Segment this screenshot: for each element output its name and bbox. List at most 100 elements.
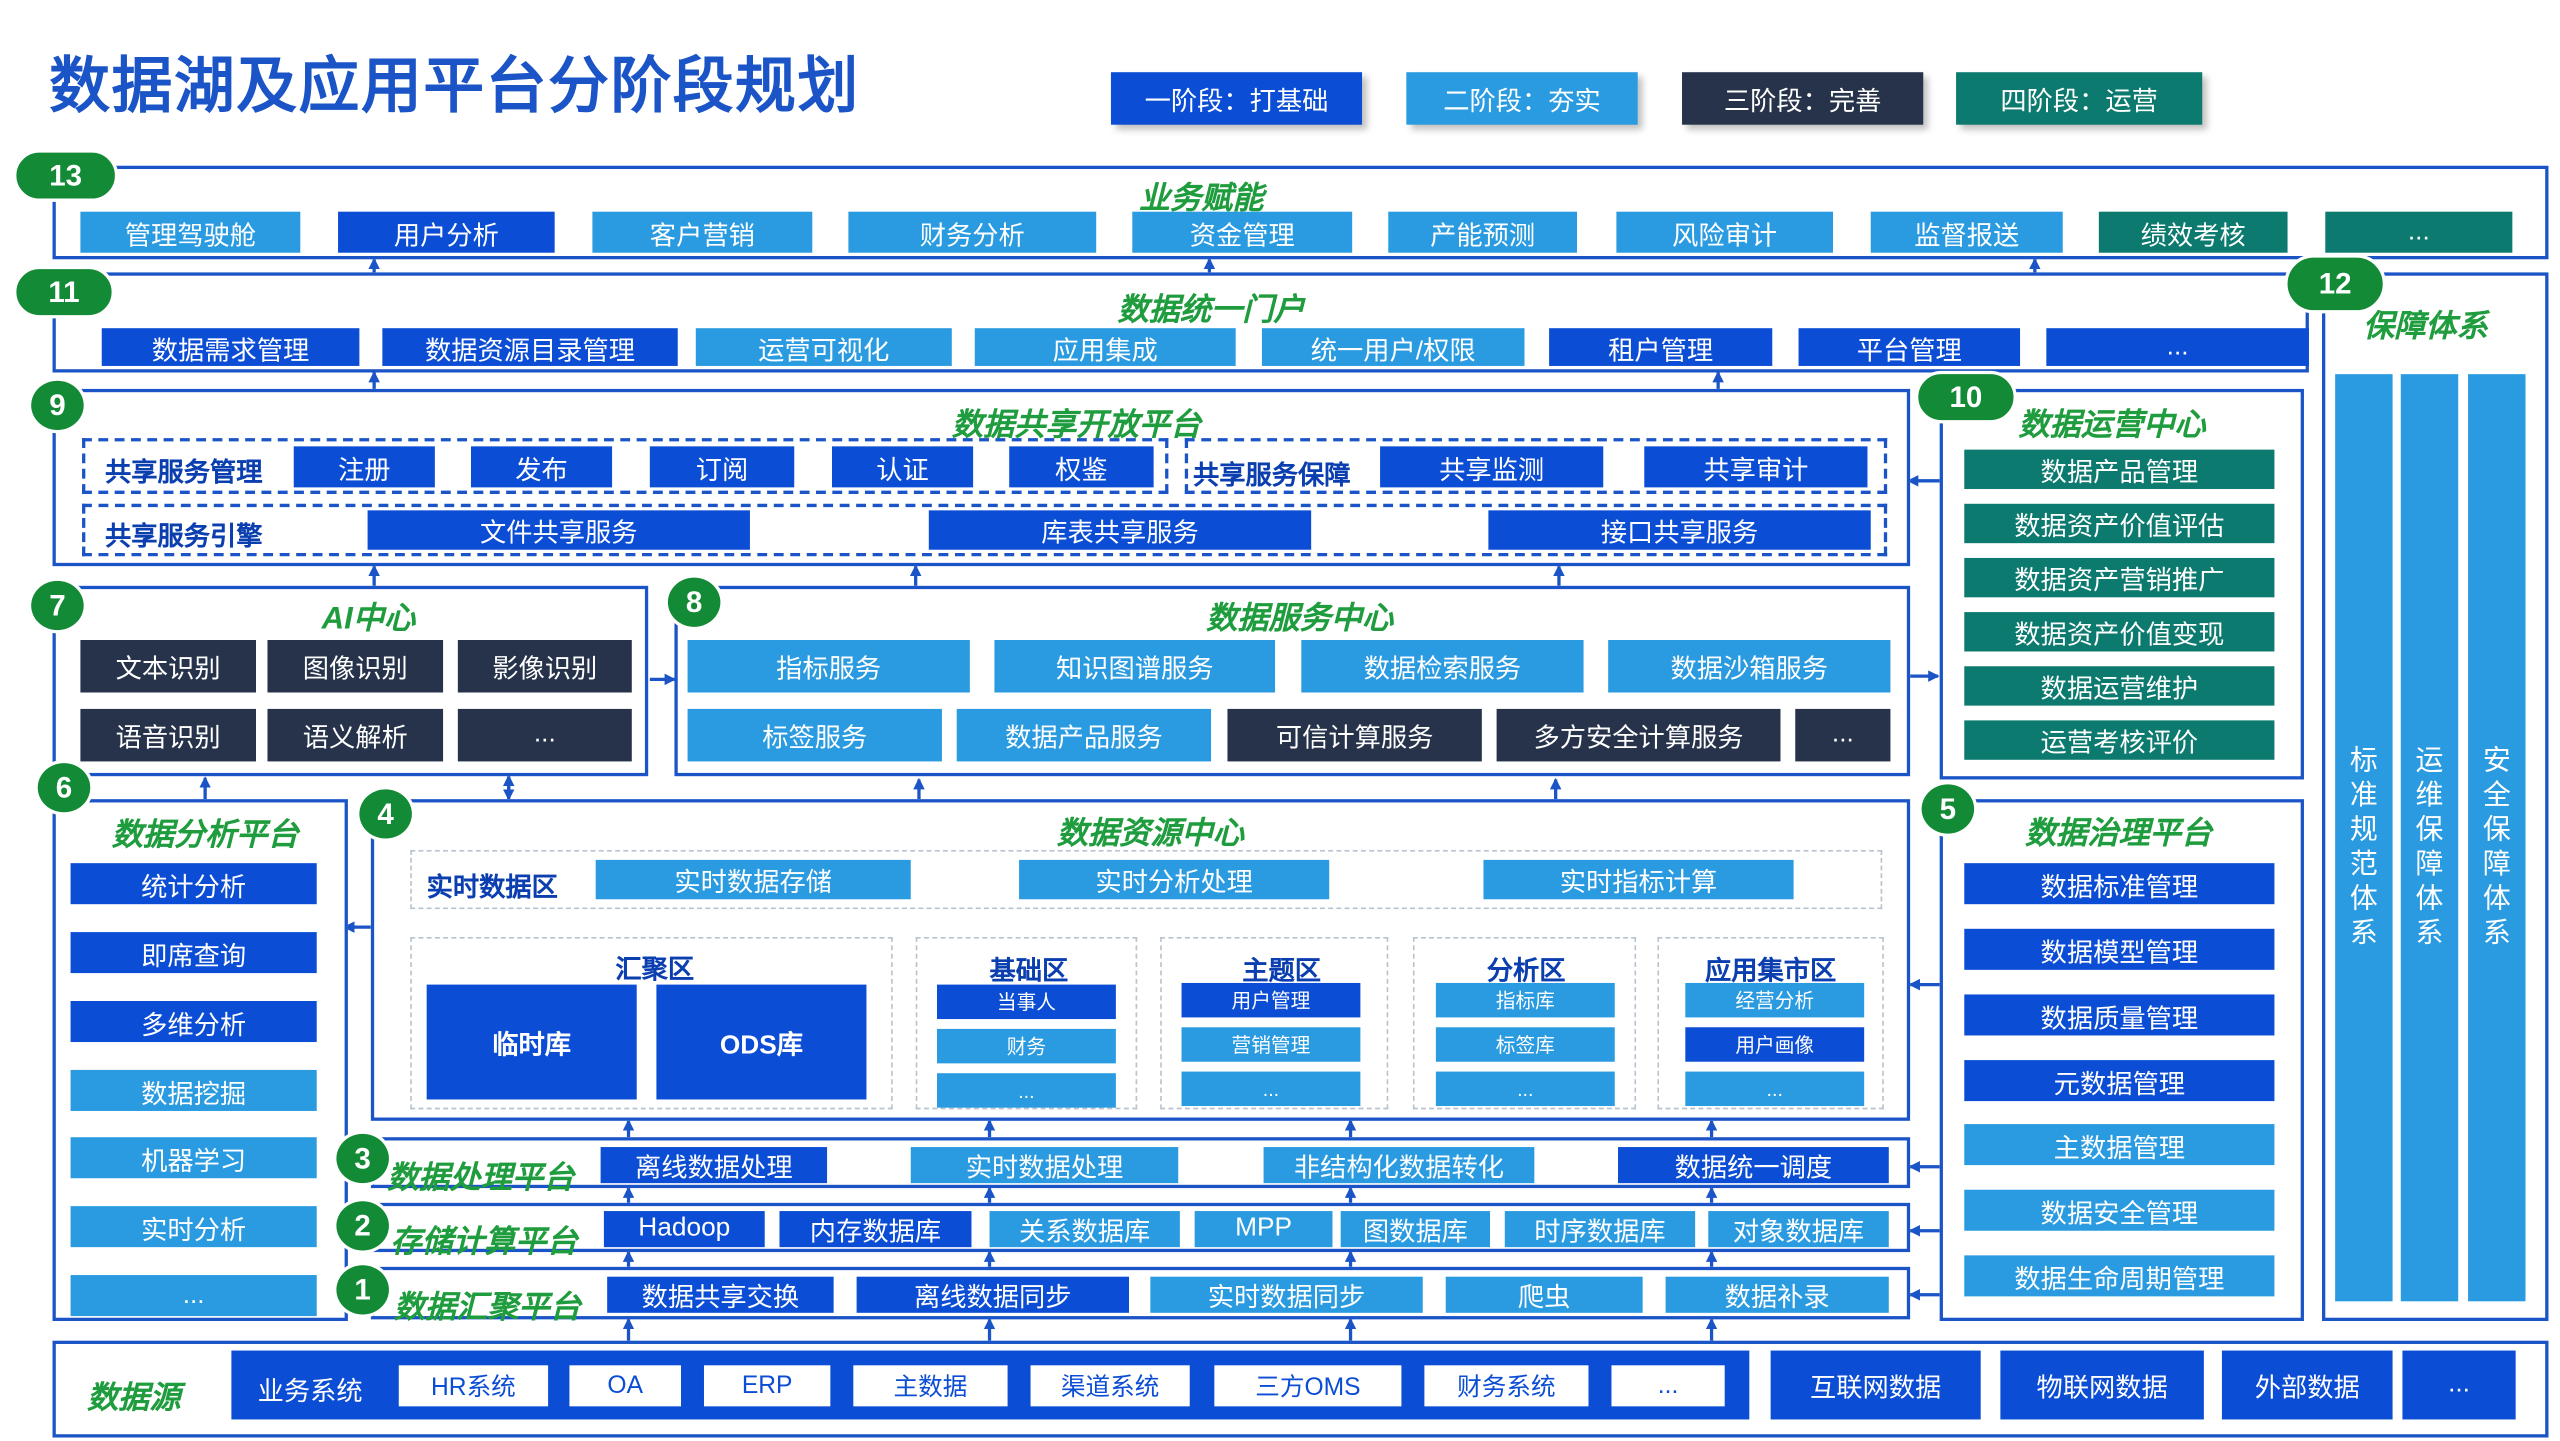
portal-item-tenant[interactable]: 租户管理: [1549, 328, 1773, 366]
share-guard-monitor[interactable]: 共享监测: [1380, 446, 1604, 488]
source-ext-external[interactable]: 外部数据: [2221, 1350, 2393, 1420]
portal-item-catalog[interactable]: 数据资源目录管理: [382, 328, 678, 366]
zone-base-item-2[interactable]: ...: [937, 1073, 1116, 1108]
share-mgmt-auth[interactable]: 认证: [831, 446, 974, 488]
zone-base-item-0[interactable]: 当事人: [937, 984, 1116, 1020]
portal-item-more[interactable]: ...: [2046, 328, 2309, 366]
share-mgmt-publish[interactable]: 发布: [470, 446, 613, 488]
zone-topic-item-2[interactable]: ...: [1181, 1071, 1361, 1107]
gather-temp-db[interactable]: 临时库: [426, 984, 637, 1100]
zone-topic-item-0[interactable]: 用户管理: [1181, 982, 1361, 1018]
portal-item-ops-visual[interactable]: 运营可视化: [695, 328, 952, 366]
rt-item-analysis[interactable]: 实时分析处理: [1019, 859, 1330, 900]
source-item-channel[interactable]: 渠道系统: [1030, 1365, 1190, 1407]
source-item-hr[interactable]: HR系统: [398, 1365, 549, 1407]
analysis-item-more[interactable]: ...: [70, 1275, 317, 1317]
svc-item-sandbox[interactable]: 数据沙箱服务: [1608, 639, 1891, 693]
source-ext-iot[interactable]: 物联网数据: [2000, 1350, 2204, 1420]
ai-item-semantic[interactable]: 语义解析: [267, 708, 444, 762]
source-item-erp[interactable]: ERP: [703, 1365, 831, 1407]
ai-item-text[interactable]: 文本识别: [80, 639, 256, 693]
analysis-item-realtime[interactable]: 实时分析: [70, 1206, 317, 1248]
analysis-item-mining[interactable]: 数据挖掘: [70, 1069, 317, 1111]
proc-item-unstructured[interactable]: 非结构化数据转化: [1263, 1147, 1535, 1184]
rt-item-storage[interactable]: 实时数据存储: [595, 859, 911, 900]
gatherp-item-offline[interactable]: 离线数据同步: [856, 1276, 1130, 1313]
share-engine-file[interactable]: 文件共享服务: [367, 510, 750, 550]
source-item-finance[interactable]: 财务系统: [1424, 1365, 1589, 1407]
ops-item-3[interactable]: 数据资产价值变现: [1964, 612, 2275, 652]
ai-item-speech[interactable]: 语音识别: [80, 708, 256, 762]
portal-item-app-integration[interactable]: 应用集成: [974, 328, 1236, 366]
zone-mart-item-0[interactable]: 经营分析: [1685, 982, 1865, 1018]
source-item-oa[interactable]: OA: [569, 1365, 682, 1407]
analysis-item-adhoc[interactable]: 即席查询: [70, 932, 317, 974]
ops-item-5[interactable]: 运营考核评价: [1964, 720, 2275, 760]
share-mgmt-permission[interactable]: 权鉴: [1009, 446, 1154, 488]
biz-item-capacity-forecast[interactable]: 产能预测: [1388, 211, 1578, 253]
source-item-more[interactable]: ...: [1611, 1365, 1725, 1407]
proc-item-realtime[interactable]: 实时数据处理: [910, 1147, 1179, 1184]
svc-item-trusted[interactable]: 可信计算服务: [1227, 708, 1482, 762]
gov-item-security[interactable]: 数据安全管理: [1964, 1189, 2275, 1231]
zone-analysis-item-0[interactable]: 指标库: [1435, 982, 1615, 1018]
portal-item-unified-user[interactable]: 统一用户/权限: [1261, 328, 1525, 366]
svc-item-metric[interactable]: 指标服务: [687, 639, 970, 693]
biz-item-supervision-report[interactable]: 监督报送: [1870, 211, 2063, 253]
store-item-hadoop[interactable]: Hadoop: [603, 1211, 765, 1248]
gov-item-model[interactable]: 数据模型管理: [1964, 928, 2275, 970]
store-item-objdb[interactable]: 对象数据库: [1708, 1211, 1889, 1248]
gather-ods-db[interactable]: ODS库: [656, 984, 867, 1100]
biz-item-finance-analysis[interactable]: 财务分析: [848, 211, 1097, 253]
biz-item-fund-management[interactable]: 资金管理: [1132, 211, 1353, 253]
source-ext-more[interactable]: ...: [2402, 1350, 2516, 1420]
gov-item-lifecycle[interactable]: 数据生命周期管理: [1964, 1255, 2275, 1297]
gatherp-item-supplement[interactable]: 数据补录: [1665, 1276, 1889, 1313]
analysis-item-olap[interactable]: 多维分析: [70, 1001, 317, 1043]
analysis-item-stat[interactable]: 统计分析: [70, 863, 317, 905]
zone-mart-item-1[interactable]: 用户画像: [1685, 1027, 1865, 1062]
ai-item-image[interactable]: 图像识别: [267, 639, 444, 693]
svc-item-product[interactable]: 数据产品服务: [956, 708, 1212, 762]
store-item-rdb[interactable]: 关系数据库: [989, 1211, 1180, 1248]
store-item-mpp[interactable]: MPP: [1194, 1211, 1333, 1248]
source-item-oms[interactable]: 三方OMS: [1214, 1365, 1402, 1407]
biz-item-user-analysis[interactable]: 用户分析: [338, 211, 555, 253]
zone-mart-item-2[interactable]: ...: [1685, 1071, 1865, 1107]
ops-item-1[interactable]: 数据资产价值评估: [1964, 503, 2275, 544]
biz-item-more[interactable]: ...: [2325, 211, 2513, 253]
zone-analysis-item-1[interactable]: 标签库: [1435, 1027, 1615, 1062]
zone-analysis-item-2[interactable]: ...: [1435, 1071, 1615, 1107]
biz-item-customer-marketing[interactable]: 客户营销: [592, 211, 813, 253]
gatherp-item-realtime[interactable]: 实时数据同步: [1150, 1276, 1423, 1313]
rt-item-metric[interactable]: 实时指标计算: [1483, 859, 1794, 900]
share-engine-api[interactable]: 接口共享服务: [1488, 510, 1871, 550]
gatherp-item-crawler[interactable]: 爬虫: [1445, 1276, 1643, 1313]
store-item-memdb[interactable]: 内存数据库: [779, 1211, 972, 1248]
gov-item-metadata[interactable]: 元数据管理: [1964, 1060, 2275, 1102]
gov-item-masterdata[interactable]: 主数据管理: [1964, 1124, 2275, 1166]
svc-item-knowledge[interactable]: 知识图谱服务: [994, 639, 1276, 693]
biz-item-risk-audit[interactable]: 风险审计: [1616, 211, 1833, 253]
biz-item-cockpit[interactable]: 管理驾驶舱: [80, 211, 301, 253]
share-mgmt-register[interactable]: 注册: [293, 446, 435, 488]
ops-item-0[interactable]: 数据产品管理: [1964, 449, 2275, 490]
zone-base-item-1[interactable]: 财务: [937, 1028, 1116, 1064]
store-item-tsdb[interactable]: 时序数据库: [1504, 1211, 1696, 1248]
ai-item-more[interactable]: ...: [457, 708, 632, 762]
svc-item-search[interactable]: 数据检索服务: [1301, 639, 1584, 693]
analysis-item-ml[interactable]: 机器学习: [70, 1137, 317, 1179]
proc-item-schedule[interactable]: 数据统一调度: [1618, 1147, 1889, 1184]
svc-item-more[interactable]: ...: [1795, 708, 1891, 762]
gatherp-item-exchange[interactable]: 数据共享交换: [607, 1276, 834, 1313]
store-item-graphdb[interactable]: 图数据库: [1340, 1211, 1491, 1248]
portal-item-platform[interactable]: 平台管理: [1798, 328, 2021, 366]
svc-item-mpc[interactable]: 多方安全计算服务: [1496, 708, 1781, 762]
zone-topic-item-1[interactable]: 营销管理: [1181, 1027, 1361, 1062]
portal-item-demand[interactable]: 数据需求管理: [101, 328, 360, 366]
share-mgmt-subscribe[interactable]: 订阅: [649, 446, 795, 488]
share-guard-audit[interactable]: 共享审计: [1644, 446, 1868, 488]
ai-item-video[interactable]: 影像识别: [457, 639, 632, 693]
svc-item-tag[interactable]: 标签服务: [687, 708, 942, 762]
biz-item-performance[interactable]: 绩效考核: [2098, 211, 2288, 253]
